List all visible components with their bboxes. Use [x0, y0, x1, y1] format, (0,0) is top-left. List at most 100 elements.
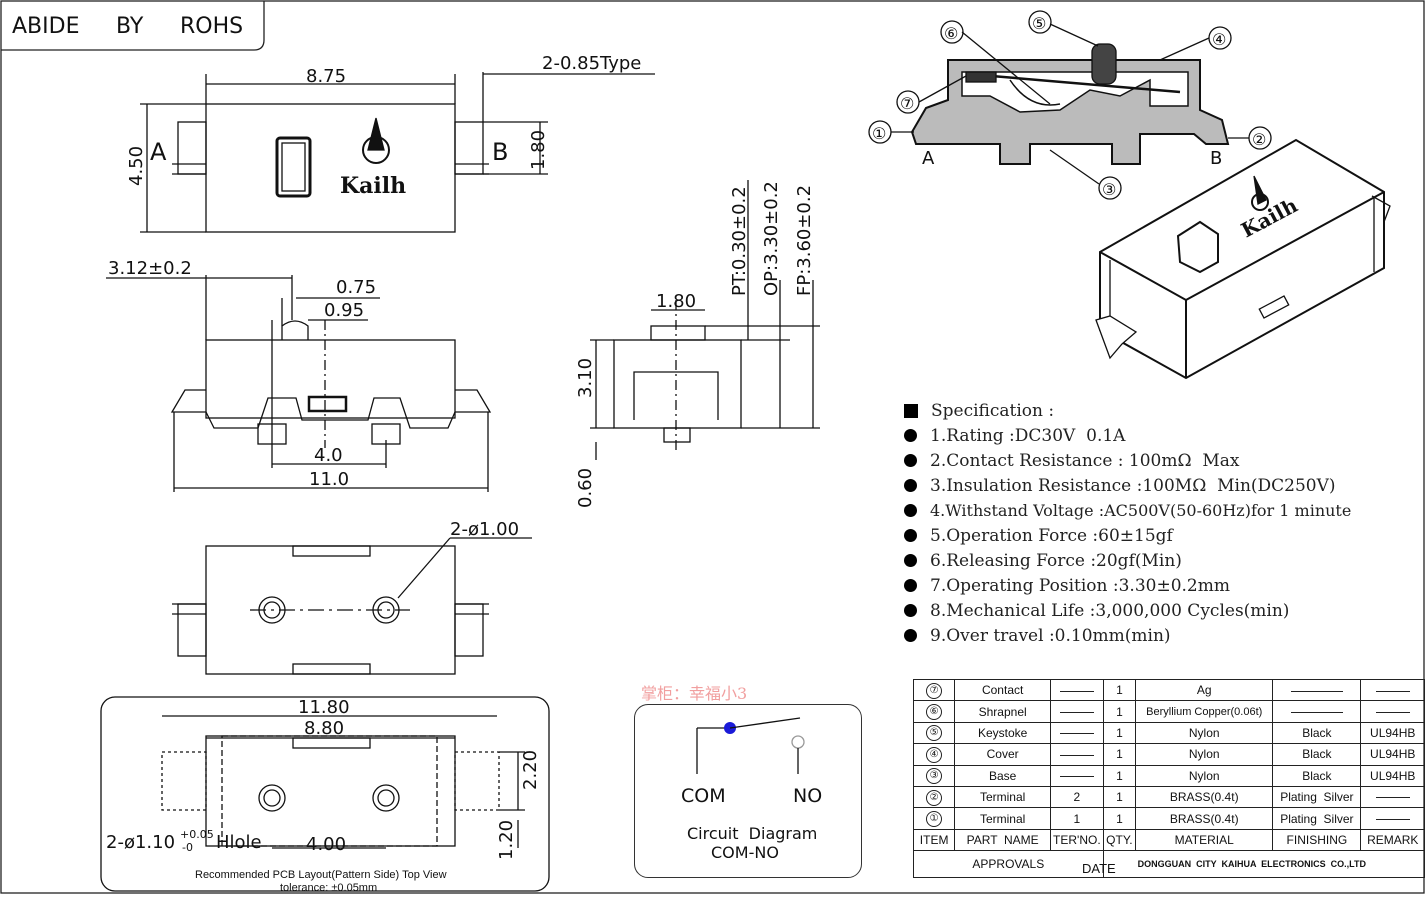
- qty: 1: [1102, 721, 1137, 745]
- part-name: Terminal: [954, 807, 1052, 830]
- dim-actuator-width: 1.80: [656, 291, 696, 312]
- finishing: Black: [1272, 743, 1362, 766]
- dim-pin-height-end: 0.60: [575, 468, 596, 508]
- top-view-logo: Kailh: [340, 173, 406, 199]
- top-view-side-a: A: [150, 138, 167, 166]
- finishing: Black: [1272, 721, 1362, 745]
- ter-no: 2: [1050, 785, 1104, 809]
- side-view-actuator: [281, 320, 309, 340]
- circuit-symbol: [696, 717, 805, 774]
- circuit-caption: Circuit Diagram: [687, 824, 818, 843]
- top-view-pin-left: [177, 121, 207, 175]
- finishing: Plating Silver: [1272, 785, 1362, 809]
- side-view-body: [205, 339, 456, 419]
- circuit-no-label: NO: [793, 785, 823, 807]
- pcb-caption: Recommended PCB Layout(Pattern Side) Top…: [195, 869, 447, 881]
- dim-pitch: 4.0: [314, 445, 343, 466]
- remark: UL94HB: [1360, 764, 1425, 787]
- header-item: ITEM: [912, 828, 956, 852]
- item-number: ③: [926, 768, 943, 785]
- watermark: 掌柜：幸福小3: [641, 684, 748, 703]
- qty: 1: [1102, 743, 1137, 766]
- dim-pt: PT:0.30±0.2: [729, 186, 750, 296]
- item-number: ⑤: [926, 725, 943, 742]
- callout-5: ⑤: [1032, 14, 1046, 33]
- item-number: ⑥: [926, 704, 943, 721]
- date-label: DATE: [1082, 861, 1116, 876]
- part-name: Keystoke: [954, 721, 1052, 745]
- callout-7: ⑦: [900, 94, 914, 113]
- remark: UL94HB: [1360, 721, 1425, 745]
- dim-pcb-pad-h: 2.20: [520, 750, 541, 790]
- bullet-icon: [904, 454, 917, 467]
- bullet-icon: [904, 604, 917, 617]
- header-qty: QTY.: [1102, 828, 1137, 852]
- finishing: Plating Silver: [1272, 807, 1362, 830]
- bullet-icon: [904, 579, 917, 592]
- spec-item: 1.Rating :DC30V 0.1A: [930, 425, 1126, 446]
- ter-no: 1: [1050, 807, 1104, 830]
- title-by: BY: [116, 14, 144, 39]
- end-view: 1.80 3.10 0.60 PT:0.30±0.2 OP:3.30±0.2 F…: [575, 180, 820, 508]
- qty: 1: [1102, 785, 1137, 809]
- side-view-terminal: [170, 389, 492, 429]
- title-tab: [1, 1, 265, 51]
- title-rohs: ROHS: [180, 14, 243, 39]
- spec-item: 6.Releasing Force :20gf(Min): [930, 550, 1182, 571]
- part-name: Cover: [954, 743, 1052, 766]
- dim-pcb-pad-w: 1.20: [496, 820, 517, 860]
- spec-item: 3.Insulation Resistance :100MΩ Min(DC250…: [930, 475, 1336, 496]
- item-number: ②: [926, 789, 943, 806]
- end-view-actuator: [650, 325, 706, 341]
- dim-op: OP:3.30±0.2: [761, 181, 782, 296]
- dim-pcb-hole-tol-minus: -0: [182, 841, 193, 854]
- callout-4: ④: [1212, 30, 1226, 49]
- dim-pcb-hole-word: Hlole: [216, 832, 262, 853]
- spec-heading: Specification :: [931, 400, 1055, 421]
- header-part: PART NAME: [954, 828, 1052, 852]
- dim-pin-type: 2-0.85Type: [542, 53, 641, 74]
- material: Nylon: [1135, 764, 1274, 787]
- finishing: Black: [1272, 764, 1362, 787]
- isometric-view: Kailh: [1095, 138, 1391, 380]
- header-material: MATERIAL: [1135, 828, 1274, 852]
- dim-actuator-w1: 0.75: [336, 277, 376, 298]
- bullet-icon: [904, 504, 917, 517]
- circuit-com-label: COM: [681, 785, 726, 807]
- dim-pin-height: 1.80: [528, 130, 549, 170]
- header-finishing: FINISHING: [1272, 828, 1362, 852]
- company-name: DONGGUAN CITY KAIHUA ELECTRONICS CO.,LTD: [1135, 850, 1425, 879]
- spec-item: 8.Mechanical Life :3,000,000 Cycles(min): [930, 600, 1290, 621]
- pcb-tolerance: tolerance: ±0.05mm: [280, 882, 377, 894]
- callout-6: ⑥: [944, 24, 958, 43]
- bullet-icon: [904, 629, 917, 642]
- cross-section-side-a: A: [922, 148, 935, 169]
- cross-section: ⑥ ⑤ ④ ⑦ ① ② ③ A B: [868, 10, 1272, 200]
- top-view-actuator: [275, 136, 312, 198]
- dim-pcb-pitch: 4.00: [306, 834, 346, 855]
- item-number: ①: [926, 811, 943, 828]
- bullet-icon: [904, 479, 917, 492]
- bullet-icon: [904, 429, 917, 442]
- title-abide: ABIDE: [12, 14, 79, 39]
- header-ter: TER'NO.: [1050, 828, 1104, 852]
- material: BRASS(0.4t): [1135, 807, 1274, 830]
- callout-1: ①: [872, 124, 886, 143]
- square-bullet-icon: [904, 403, 918, 418]
- top-view: Kailh 8.75 2-0.85Type 4.50 1.80 A B: [126, 53, 655, 233]
- dim-fp: FP:3.60±0.2: [794, 185, 815, 296]
- specification-list: Specification : 1.Rating :DC30V 0.1A 2.C…: [904, 398, 1419, 648]
- dim-top-width: 8.75: [306, 66, 346, 87]
- dim-holes: 2-ø1.00: [450, 519, 519, 540]
- callout-3: ③: [1102, 180, 1116, 199]
- qty: 1: [1102, 678, 1137, 702]
- side-view: 3.12±0.2 0.75 0.95 4.0 11.0: [106, 258, 492, 492]
